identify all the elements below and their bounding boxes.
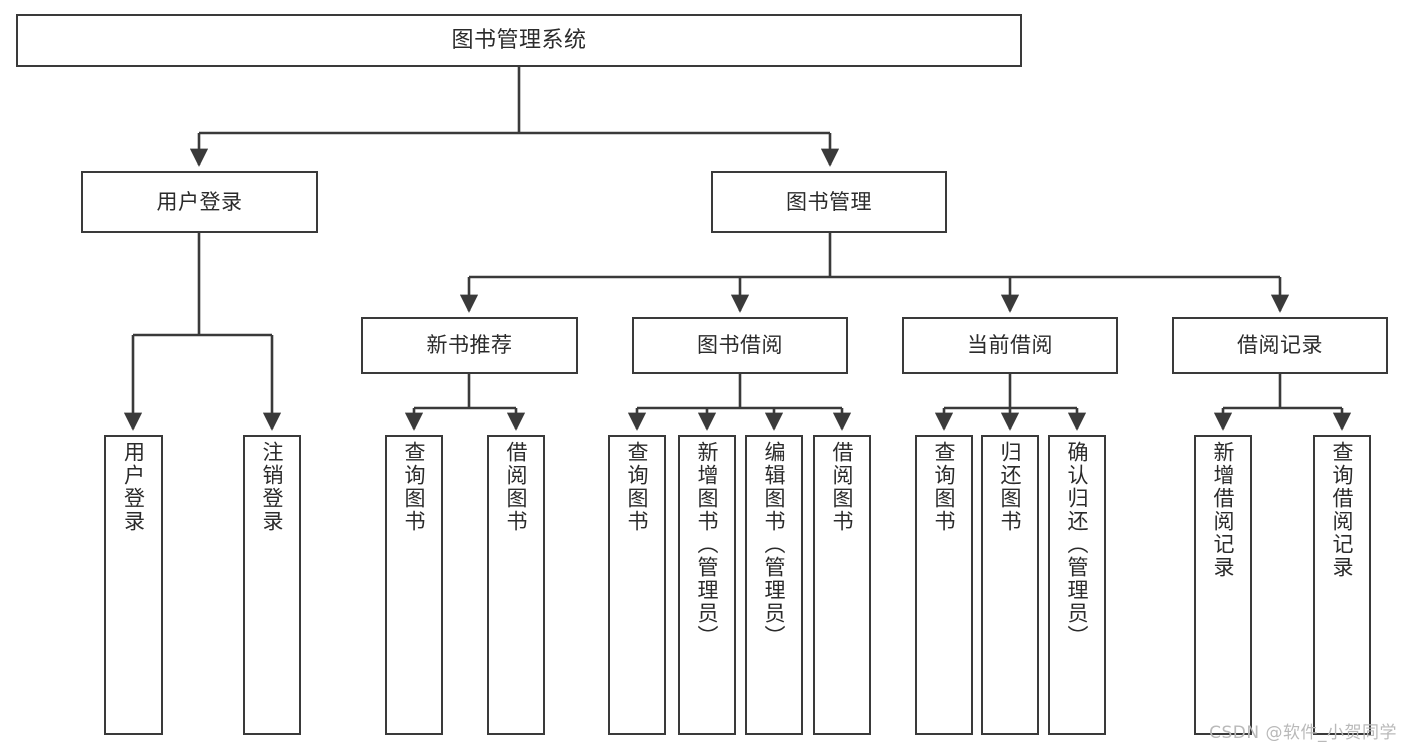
node-leaf-add-record-label: 新增借阅记录 — [1211, 441, 1236, 579]
node-leaf-return-book[interactable]: 归还图书 — [981, 435, 1039, 735]
node-leaf-borrow-book-b[interactable]: 借阅图书 — [813, 435, 871, 735]
node-book-manage-label: 图书管理 — [786, 189, 872, 214]
node-leaf-logout-label: 注销登录 — [260, 441, 285, 533]
node-leaf-query-book-b-label: 查询图书 — [625, 441, 650, 533]
node-current-borrow[interactable]: 当前借阅 — [902, 317, 1118, 374]
node-leaf-borrow-book-b-label: 借阅图书 — [830, 441, 855, 533]
node-book-borrow[interactable]: 图书借阅 — [632, 317, 848, 374]
node-leaf-confirm-return[interactable]: 确认归还（管理员） — [1048, 435, 1106, 735]
node-book-borrow-label: 图书借阅 — [697, 333, 783, 358]
node-leaf-borrow-book-a-label: 借阅图书 — [504, 441, 529, 533]
node-user-login-label: 用户登录 — [156, 189, 243, 214]
node-leaf-user-login[interactable]: 用户登录 — [104, 435, 163, 735]
node-leaf-edit-book[interactable]: 编辑图书（管理员） — [745, 435, 803, 735]
node-root[interactable]: 图书管理系统 — [16, 14, 1022, 67]
node-leaf-query-book-c-label: 查询图书 — [932, 441, 957, 533]
node-leaf-return-book-label: 归还图书 — [998, 441, 1023, 533]
node-new-book-recommend-label: 新书推荐 — [426, 333, 513, 358]
node-root-label: 图书管理系统 — [451, 27, 587, 53]
node-leaf-query-book-b[interactable]: 查询图书 — [608, 435, 666, 735]
node-leaf-query-book-a-label: 查询图书 — [402, 441, 427, 533]
node-leaf-user-login-label: 用户登录 — [121, 441, 146, 533]
node-user-login[interactable]: 用户登录 — [81, 171, 318, 233]
node-leaf-confirm-return-label: 确认归还（管理员） — [1065, 441, 1090, 648]
csdn-watermark: CSDN @软件_小贺同学 — [1209, 723, 1397, 743]
node-borrow-record[interactable]: 借阅记录 — [1172, 317, 1388, 374]
node-leaf-add-book-label: 新增图书（管理员） — [695, 441, 720, 648]
node-new-book-recommend[interactable]: 新书推荐 — [361, 317, 578, 374]
node-leaf-logout[interactable]: 注销登录 — [243, 435, 301, 735]
node-borrow-record-label: 借阅记录 — [1237, 333, 1323, 358]
node-leaf-add-record[interactable]: 新增借阅记录 — [1194, 435, 1252, 735]
node-leaf-query-record-label: 查询借阅记录 — [1330, 441, 1355, 579]
node-leaf-borrow-book-a[interactable]: 借阅图书 — [487, 435, 545, 735]
node-leaf-query-book-c[interactable]: 查询图书 — [915, 435, 973, 735]
node-leaf-edit-book-label: 编辑图书（管理员） — [762, 441, 787, 648]
node-leaf-query-record[interactable]: 查询借阅记录 — [1313, 435, 1371, 735]
node-leaf-add-book[interactable]: 新增图书（管理员） — [678, 435, 736, 735]
node-leaf-query-book-a[interactable]: 查询图书 — [385, 435, 443, 735]
node-current-borrow-label: 当前借阅 — [967, 333, 1053, 358]
node-book-manage[interactable]: 图书管理 — [711, 171, 947, 233]
